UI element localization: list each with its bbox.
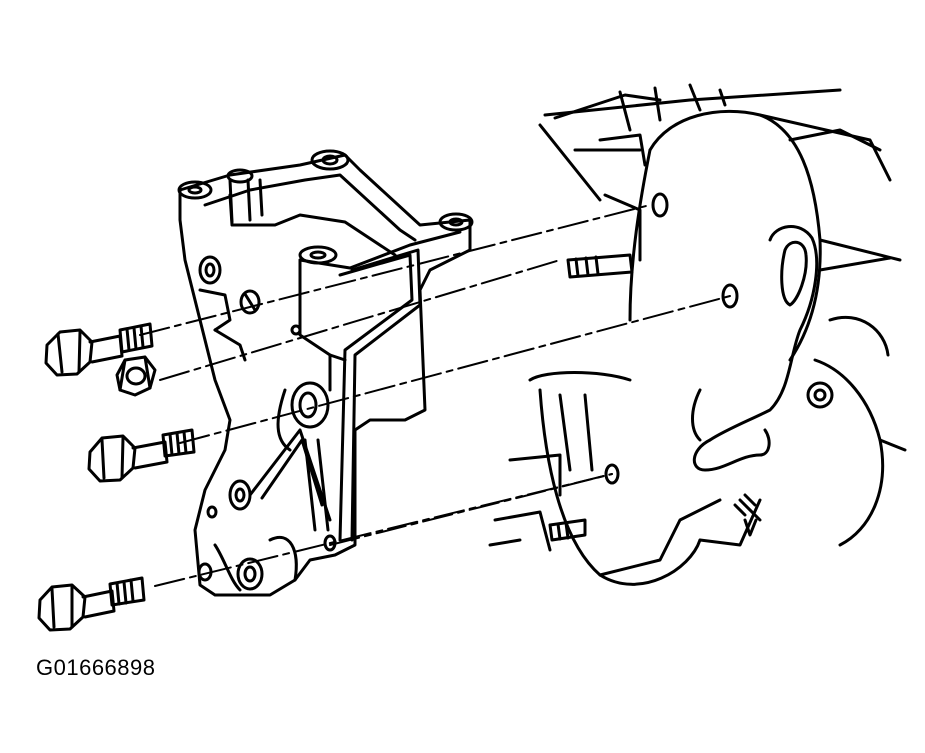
bracket bbox=[179, 151, 472, 595]
center-lines bbox=[140, 205, 730, 586]
bolt-top bbox=[46, 324, 152, 375]
engine-block bbox=[490, 85, 905, 584]
bolt-bottom bbox=[39, 578, 144, 630]
bolt-middle bbox=[89, 430, 194, 481]
figure-caption: G01666898 bbox=[36, 655, 156, 680]
nut bbox=[117, 357, 155, 395]
